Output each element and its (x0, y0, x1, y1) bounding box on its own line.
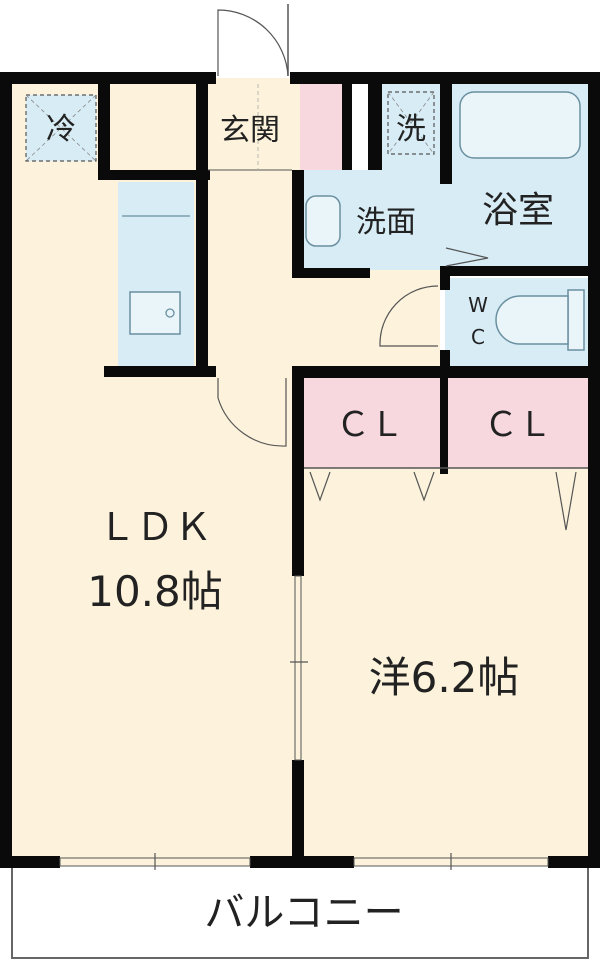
closet-right-floor (447, 378, 588, 468)
wall-ldk-divider (292, 366, 588, 378)
wall-closet-mid (440, 378, 448, 474)
wall-top (0, 72, 216, 84)
wall-washroom-bottom (292, 268, 370, 278)
wall-wc-left-lower (440, 350, 450, 370)
wall-wc-left (440, 276, 450, 290)
washer-label: 洗 (396, 112, 426, 147)
entrance-door-swing (217, 9, 289, 77)
wall-shoebox-1 (342, 84, 352, 170)
wall-top-right (290, 72, 600, 84)
sliding-door (294, 575, 302, 761)
closet-door-right-a (555, 471, 577, 531)
wall-bottom-mid (250, 856, 354, 868)
shoe-box (300, 84, 342, 170)
sink-drain (165, 308, 175, 318)
toilet-tank (567, 289, 585, 351)
ldk-door-swing (217, 378, 287, 447)
entrance-label: 玄関 (220, 113, 280, 148)
fridge-diag-2 (25, 94, 97, 162)
washbasin (305, 195, 341, 247)
wc-door-swing (379, 285, 439, 347)
ldk-size-label: 10.8帖 (87, 567, 223, 616)
kitchen-sink (129, 291, 181, 335)
wall-washroom-left (292, 170, 304, 278)
wall-bath-bottom (440, 266, 588, 276)
fridge-label: 冷 (46, 112, 76, 147)
wall-kitchen-shelf (98, 170, 210, 180)
western-room-floor (300, 468, 588, 860)
wall-ldk-top (104, 366, 216, 377)
closet-right-label: ＣＬ (484, 405, 552, 445)
fridge-diag-1 (25, 94, 97, 162)
bathtub (459, 91, 581, 159)
western-room-label: 洋6.2帖 (369, 653, 520, 702)
wall-bath-left (440, 84, 452, 184)
toilet-bowl (495, 295, 569, 345)
wall-western-left-lower (292, 760, 304, 860)
closet-left-floor (300, 378, 440, 468)
closet-door-left-b (413, 471, 435, 502)
washroom-label: 洗面 (356, 205, 416, 240)
ldk-label: ＬＤＫ (98, 505, 212, 549)
closet-door-left-a (309, 471, 331, 502)
washroom-door (445, 247, 489, 267)
wall-kitchen-top (98, 84, 110, 180)
wall-western-left (292, 366, 304, 576)
wall-right (588, 72, 600, 868)
wc-label-top: W (468, 293, 488, 317)
wc-label-bottom: C (471, 325, 485, 349)
wall-bottom-right (548, 856, 600, 868)
entrance-floor (200, 78, 300, 175)
wall-bottom-left (0, 856, 60, 868)
washer-diag-2 (387, 91, 435, 155)
balcony-label: バルコニー (204, 890, 403, 936)
wall-kitchen-right (196, 84, 208, 374)
kitchen-counter (118, 182, 194, 367)
wall-shoebox-2 (368, 84, 382, 170)
bath-label: 浴室 (482, 190, 554, 231)
closet-left-label: ＣＬ (336, 405, 404, 445)
wall-left (0, 72, 12, 868)
